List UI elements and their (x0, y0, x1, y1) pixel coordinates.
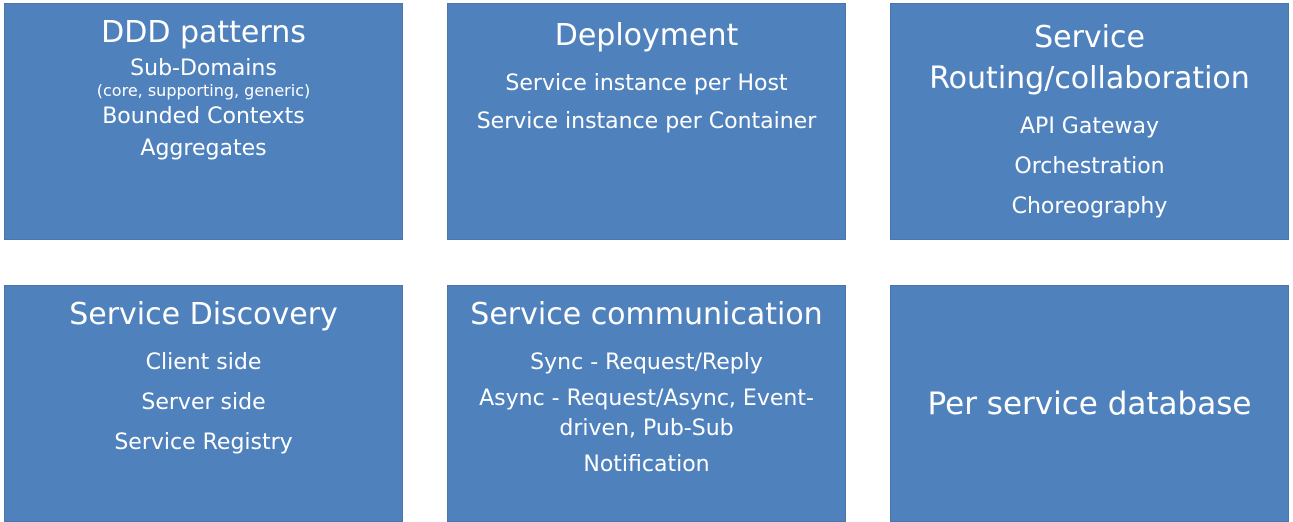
box-deployment: Deployment Service instance per Host Ser… (447, 3, 846, 240)
box-items: Sub-Domains (core, supporting, generic) … (97, 55, 310, 165)
box-item: Server side (141, 390, 266, 415)
box-ddd-patterns: DDD patterns Sub-Domains (core, supporti… (4, 3, 403, 240)
box-item: Aggregates (140, 136, 267, 161)
box-item: Client side (145, 350, 262, 375)
box-per-service-database: Per service database (890, 285, 1289, 522)
box-service-communication: Service communication Sync - Request/Rep… (447, 285, 846, 522)
box-item: Service instance per Host (505, 71, 788, 96)
box-service-discovery: Service Discovery Client side Server sid… (4, 285, 403, 522)
box-items: Service instance per Host Service instan… (477, 64, 817, 142)
box-title: DDD patterns (101, 15, 306, 50)
box-title: Service Routing/collaboration (929, 20, 1250, 96)
box-title: Service communication (470, 297, 823, 332)
box-title: Per service database (927, 385, 1252, 422)
box-service-routing: Service Routing/collaboration API Gatewa… (890, 3, 1289, 240)
box-title: Deployment (554, 18, 739, 53)
box-items: Sync - Request/Reply Async - Request/Asy… (457, 344, 837, 484)
box-item: Async - Request/Async, Event-driven, Pub… (479, 386, 814, 441)
box-item: Service instance per Container (476, 109, 817, 134)
box-item: Notification (583, 452, 710, 477)
box-items: Client side Server side Service Registry (114, 343, 292, 463)
box-item: Choreography (1011, 194, 1168, 219)
box-item-text: Sub-Domains (130, 56, 277, 81)
box-title: Service Discovery (69, 297, 338, 332)
box-items: API Gateway Orchestration Choreography (1012, 107, 1168, 227)
box-item: Sub-Domains (core, supporting, generic) (97, 56, 310, 100)
box-item-subtext: (core, supporting, generic) (96, 81, 311, 100)
box-item: Service Registry (114, 430, 293, 455)
box-item: API Gateway (1020, 114, 1159, 139)
box-item: Sync - Request/Reply (530, 350, 763, 375)
box-item: Bounded Contexts (102, 104, 305, 129)
box-item: Orchestration (1014, 154, 1165, 179)
